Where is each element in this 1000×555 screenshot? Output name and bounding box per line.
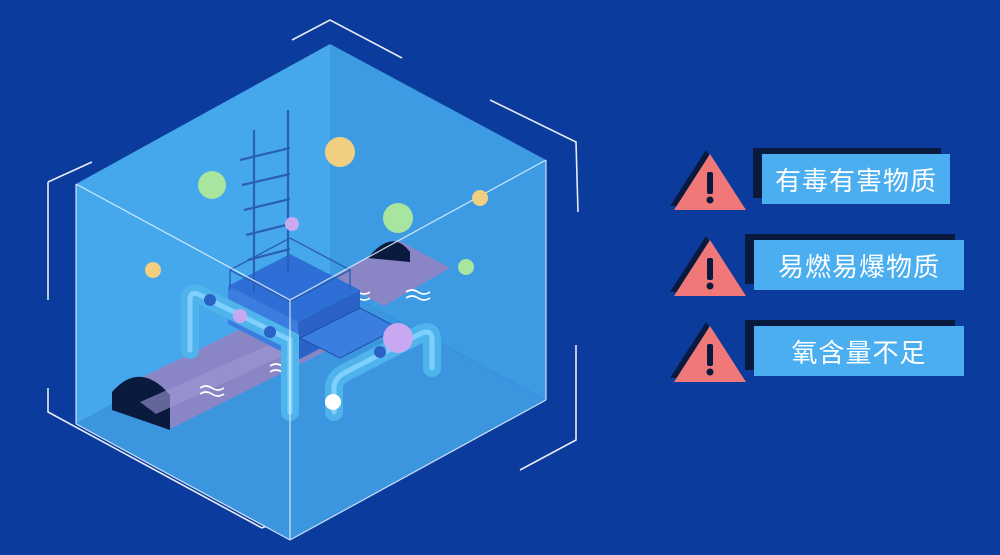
gas-particles [145,137,488,410]
gas-particle [383,203,413,233]
frame-lines [47,19,579,529]
warning-label: 有毒有害物质 [774,166,937,197]
room-front-edges [75,159,547,541]
gas-particle [233,309,247,323]
warning-item-oxygen: 氧含量不足 [668,318,968,390]
warning-triangle-icon [670,236,746,296]
culvert-right [332,240,450,306]
warning-item-flammable: 易燃易爆物质 [668,232,968,304]
gas-particle [325,394,341,410]
gas-particle [145,262,161,278]
gas-particle [325,137,355,167]
ladder [239,110,291,292]
warning-label: 氧含量不足 [791,338,927,369]
warning-triangle-icon [670,150,746,210]
warning-item-toxic: 有毒有害物质 [668,146,968,218]
gas-particle [383,323,413,353]
warning-label-box: 易燃易爆物质 [754,240,964,290]
warning-label-box: 有毒有害物质 [762,154,950,204]
pipes [181,284,441,421]
warning-triangle-icon [670,322,746,382]
gas-particle [285,217,299,231]
gas-particle [198,171,226,199]
gas-particle [472,190,488,206]
gas-particle [458,259,474,275]
warning-label: 易燃易爆物质 [777,252,940,283]
warning-label-box: 氧含量不足 [754,326,964,376]
